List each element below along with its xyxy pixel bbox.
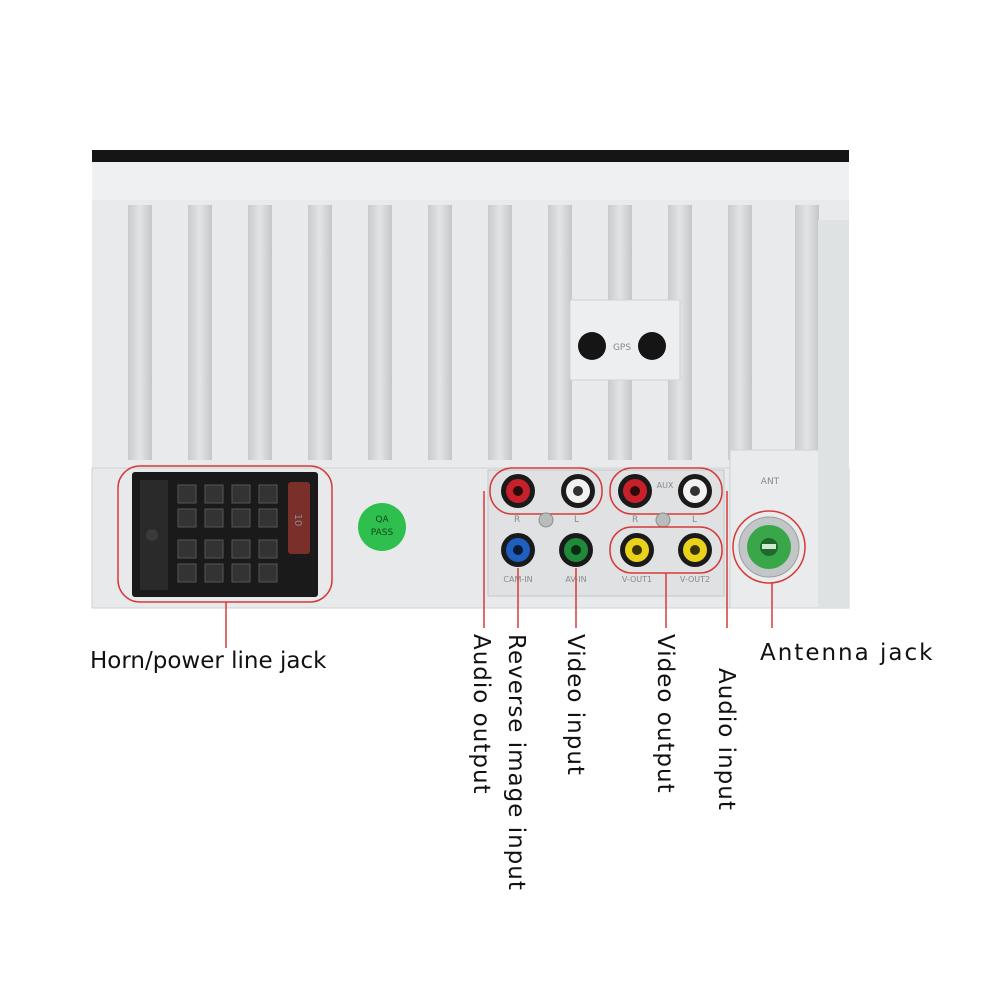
fuse-rating: 10: [292, 514, 303, 527]
horn-power-label: Horn/power line jack: [90, 648, 327, 674]
antenna-jack-label: Antenna jack: [760, 640, 935, 666]
antenna-highlight: [732, 510, 806, 584]
r-label-1: R: [514, 515, 520, 525]
leader-lines: [225, 491, 773, 648]
video-input-label: Video input: [562, 634, 588, 776]
audio-output-label: Audio output: [468, 634, 494, 795]
audio-output-jacks[interactable]: [501, 474, 595, 508]
svg-text:QA: QA: [375, 515, 389, 525]
screw-left: [538, 512, 554, 528]
gps-hole-left: [578, 332, 606, 360]
audio-input-jacks[interactable]: [618, 474, 712, 508]
fuse: [288, 482, 310, 554]
qa-pass-sticker: QA PASS: [358, 503, 406, 551]
v-out1-text: V-OUT1: [622, 575, 652, 584]
audio-input-label: Audio input: [713, 668, 739, 811]
l-label-1: L: [574, 515, 579, 525]
v-out2-text: V-OUT2: [680, 575, 710, 584]
screw-right: [655, 512, 671, 528]
ant-text: ANT: [761, 477, 780, 487]
antenna-jack[interactable]: [738, 516, 800, 578]
video-input-jack[interactable]: [559, 533, 593, 567]
video-output-label: Video output: [652, 634, 678, 794]
heatsink-fins: [128, 205, 819, 460]
gps-hole-right: [638, 332, 666, 360]
r-label-2: R: [632, 515, 638, 525]
l-label-2: L: [692, 515, 697, 525]
video-output-jacks[interactable]: [620, 533, 712, 567]
gps-text: GPS: [613, 343, 631, 353]
iso-harness-connector[interactable]: 10: [132, 472, 318, 597]
svg-text:PASS: PASS: [371, 528, 394, 538]
reverse-camera-input-jack[interactable]: [501, 533, 535, 567]
harness-highlight: [117, 465, 333, 603]
aux-text: AUX: [657, 481, 674, 490]
chassis: GPS: [91, 150, 850, 609]
reverse-image-input-label: Reverse image input: [503, 634, 529, 891]
